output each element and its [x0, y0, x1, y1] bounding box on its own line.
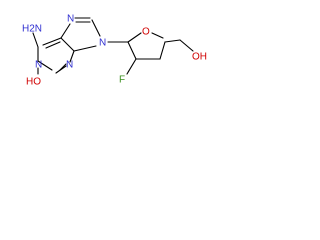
- bond-n3-c4: [69, 50, 75, 63]
- pyrimidine-ring-bonds: [37, 37, 75, 74]
- fluoro-label: F: [119, 75, 125, 86]
- hydroxymethyl-label: OH: [192, 52, 207, 63]
- bond-c2prime-fluoro: [126, 58, 137, 75]
- bond-c6-amino: [32, 32, 39, 48]
- bond-c2-n3-double: [59, 63, 67, 71]
- bond-c5prime-oh: [179, 39, 194, 52]
- bond-n9-c4: [73, 45, 97, 52]
- imidazole-ring-bonds: [60, 17, 101, 52]
- bond-c3prime-c4prime: [159, 41, 166, 60]
- purine-substituent-bonds: [32, 32, 39, 75]
- bond-c1prime-c2prime: [127, 41, 137, 60]
- hydroxy-n-label: HO: [26, 77, 41, 88]
- ring-oxygen-label: O: [142, 27, 150, 38]
- n9-label: N: [99, 38, 106, 49]
- sugar-ring-bonds: [107, 32, 166, 60]
- n3-label: N: [66, 60, 73, 71]
- bond-o-c1prime: [127, 32, 142, 43]
- bond-c5-n7: [60, 23, 71, 39]
- n7-label: N: [67, 14, 74, 25]
- bond-c4prime-c5prime: [164, 39, 181, 43]
- bond-c5-c6-double: [45, 41, 61, 49]
- sugar-substituent-bonds: [126, 39, 194, 75]
- bond-n1-c2: [37, 60, 53, 71]
- n1-label: N: [35, 60, 42, 71]
- bond-c4-c5: [60, 37, 75, 52]
- bond-c8-n9: [91, 19, 101, 37]
- chemical-structure: H2N N N N N HO O F OH: [22, 14, 207, 88]
- bond-c5-c6: [42, 37, 62, 46]
- bond-c4prime-o: [151, 32, 164, 39]
- amino-label: H2N: [22, 24, 42, 35]
